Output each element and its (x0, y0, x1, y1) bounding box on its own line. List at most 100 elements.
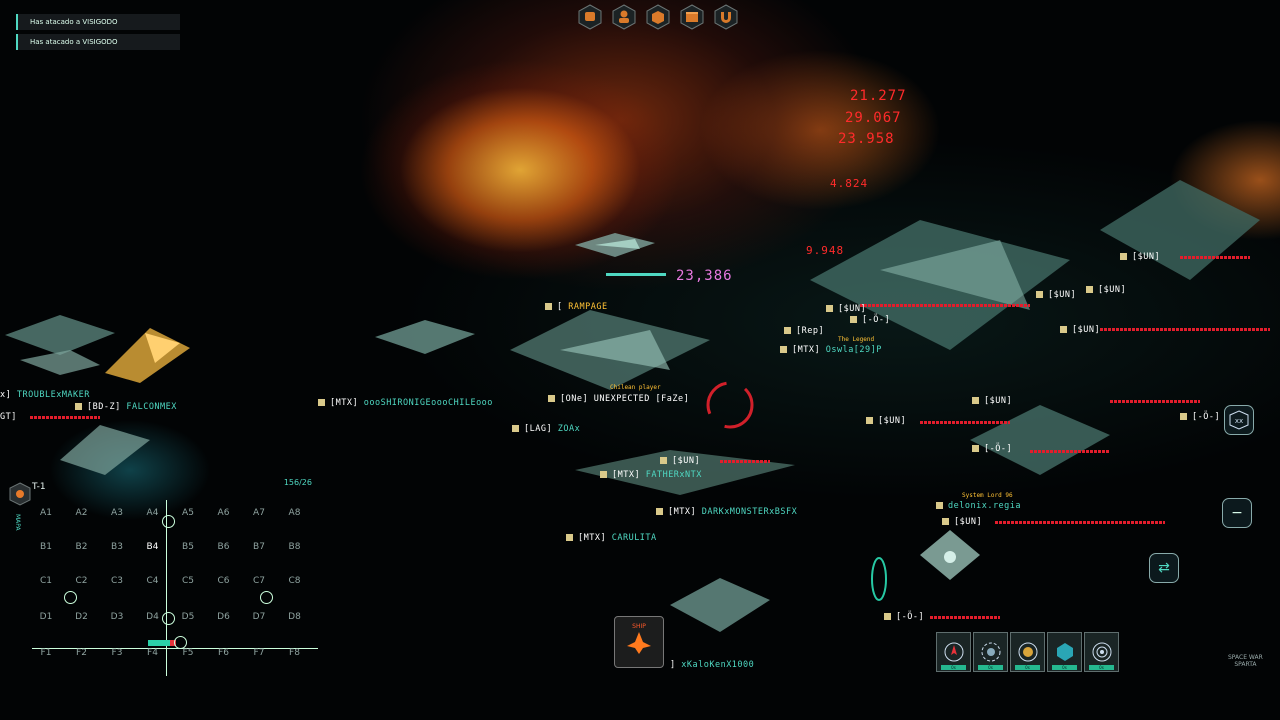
player-tag[interactable]: [$UN] (1120, 252, 1160, 262)
map-sector-cell[interactable]: B3 (111, 542, 123, 552)
map-sector-cell[interactable]: B4 (146, 542, 159, 552)
map-portal-icon[interactable] (64, 591, 77, 604)
player-tag[interactable]: [MTX] FATHERxNTX (600, 470, 702, 480)
map-sector-cell[interactable]: F5 (182, 648, 194, 658)
map-sector-cell[interactable]: C8 (288, 576, 301, 586)
player-tag[interactable]: [$UN] (1060, 325, 1100, 335)
player-tag[interactable]: delonix.regia (936, 501, 1021, 511)
map-sector-cell[interactable]: F6 (218, 648, 229, 658)
map-sector-cell[interactable]: B6 (217, 542, 230, 552)
skill-slot[interactable]: 0s (936, 632, 971, 672)
map-sector-cell[interactable]: A7 (253, 508, 265, 518)
map-sector-cell[interactable]: B8 (288, 542, 301, 552)
swap-config-button[interactable]: ⇄ (1149, 553, 1179, 583)
skill-slot[interactable]: 0s (1084, 632, 1119, 672)
close-icon[interactable]: xx (1224, 405, 1254, 435)
player-tag[interactable]: [-Ö-] (1180, 412, 1220, 422)
pilot-icon[interactable] (610, 3, 638, 31)
map-portal-icon[interactable] (174, 636, 187, 649)
map-sector-cell[interactable]: C1 (39, 576, 52, 586)
map-sector-cell[interactable]: F4 (147, 648, 158, 658)
map-sector-cell[interactable]: C3 (110, 576, 123, 586)
player-tag[interactable]: [MTX] DARKxMONSTERxBSFX (656, 507, 797, 517)
player-tag[interactable]: [$UN] (972, 396, 1012, 406)
enemy-fleet[interactable] (800, 200, 1080, 370)
enemy-ship[interactable] (960, 395, 1120, 485)
map-sector-cell[interactable]: A3 (111, 508, 123, 518)
map-sector-cell[interactable]: C6 (217, 576, 230, 586)
map-sector-cell[interactable]: D5 (181, 612, 195, 622)
map-sector-cell[interactable]: F2 (76, 648, 87, 658)
player-tag[interactable]: [-Ö-] (884, 612, 924, 622)
player-tag[interactable]: [Rep] (784, 326, 824, 336)
skill-slot[interactable]: 0s (973, 632, 1008, 672)
player-tag[interactable]: [-Ö-] (850, 315, 890, 325)
map-sector-cell[interactable]: B5 (182, 542, 194, 552)
player-tag[interactable]: ] xKaloKenX1000 (670, 660, 754, 670)
enemy-ship[interactable] (0, 305, 120, 380)
player-tag[interactable]: [$UN] (826, 304, 866, 314)
map-portal-icon[interactable] (162, 515, 175, 528)
player-tag[interactable]: GT] (0, 412, 17, 422)
map-sector-cell[interactable]: C5 (181, 576, 194, 586)
map-sector-cell[interactable]: A4 (146, 508, 159, 518)
map-sector-cell[interactable]: C7 (252, 576, 265, 586)
player-tag[interactable]: x] TROUBLExMAKER (0, 390, 90, 400)
player-ship[interactable] (570, 225, 660, 265)
map-sector-cell[interactable]: D1 (39, 612, 53, 622)
map-sector-cell[interactable]: D4 (146, 612, 159, 622)
map-sector-cell[interactable]: B1 (40, 542, 52, 552)
map-sector-cell[interactable]: F1 (40, 648, 52, 658)
player-tag[interactable]: [MTX] CARULITA (566, 533, 657, 543)
skill-slot[interactable]: 0s (1047, 632, 1082, 672)
map-sector-cell[interactable]: B7 (253, 542, 265, 552)
map-portal-icon[interactable] (162, 612, 175, 625)
skill-bar[interactable]: 0s 0s 0s 0s 0s (936, 632, 1119, 672)
player-tag[interactable]: [-Ö-] (972, 444, 1012, 454)
player-tag[interactable]: [$UN] (866, 416, 906, 426)
map-sector-cell[interactable]: B2 (75, 542, 88, 552)
hex-menu-icon[interactable] (8, 482, 32, 506)
map-sector-cell[interactable]: C4 (146, 576, 159, 586)
map-sector-cell[interactable]: F3 (111, 648, 123, 658)
map-sector-cell[interactable]: A1 (40, 508, 52, 518)
enemy-ship[interactable] (500, 290, 720, 410)
map-portal-icon[interactable] (260, 591, 273, 604)
player-tag[interactable]: [LAG] ZOAx (512, 424, 580, 434)
player-tag[interactable]: [ONe] UNEXPECTED [FaZe] (548, 394, 689, 404)
player-tag[interactable]: [$UN] (1086, 285, 1126, 295)
map-sector-cell[interactable]: F8 (289, 648, 300, 658)
enemy-ship[interactable] (665, 570, 775, 640)
target-reticle[interactable] (700, 375, 760, 435)
enemy-ship[interactable] (370, 312, 480, 362)
skill-slot[interactable]: 0s (1010, 632, 1045, 672)
map-sector-cell[interactable]: A2 (75, 508, 88, 518)
map-sector-cell[interactable]: F7 (253, 648, 265, 658)
map-sector-cell[interactable]: D6 (217, 612, 230, 622)
map-sector-cell[interactable]: D3 (110, 612, 124, 622)
enemy-fleet[interactable] (1090, 170, 1270, 290)
player-tag[interactable]: [MTX] Oswla[29]P (780, 345, 882, 355)
helmet-icon[interactable] (576, 3, 604, 31)
map-sector-cell[interactable]: A6 (217, 508, 230, 518)
minimize-button[interactable]: − (1222, 498, 1252, 528)
player-tag[interactable]: [$UN] (1036, 290, 1076, 300)
player-tag[interactable]: [$UN] (942, 517, 982, 527)
map-sector-cell[interactable]: A5 (182, 508, 194, 518)
box-icon[interactable] (678, 3, 706, 31)
player-tag[interactable]: [BD-Z] FALCONMEX (75, 402, 177, 412)
map-sector-cell[interactable]: C2 (75, 576, 88, 586)
map-sector-cell[interactable]: A8 (288, 508, 301, 518)
enemy-ship[interactable] (910, 525, 990, 590)
player-tag[interactable]: [MTX] oooSHIRONIGEoooCHILEooo (318, 398, 493, 408)
player-tag[interactable]: [$UN] (660, 456, 700, 466)
enemy-ship[interactable] (55, 415, 155, 480)
player-tag[interactable]: [ RAMPAGE (545, 302, 608, 312)
map-sector-cell[interactable]: D2 (75, 612, 88, 622)
magnet-icon[interactable] (712, 3, 740, 31)
map-sector-cell[interactable]: D8 (288, 612, 301, 622)
cube-icon[interactable] (644, 3, 672, 31)
map-sector-cell[interactable]: D7 (252, 612, 266, 622)
